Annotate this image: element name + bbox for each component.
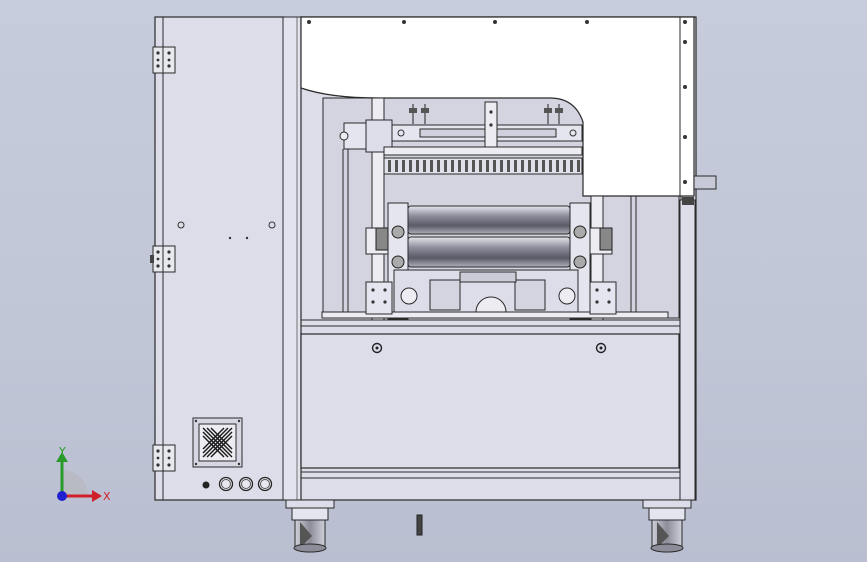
fan-vent-icon bbox=[192, 417, 243, 468]
cabinet-mount-holes bbox=[177, 221, 276, 240]
comb-tooth bbox=[388, 160, 391, 172]
top-cover bbox=[300, 16, 695, 197]
roller-lower bbox=[407, 236, 571, 268]
comb-tooth bbox=[528, 160, 531, 172]
comb-tooth bbox=[549, 160, 552, 172]
comb-tooth bbox=[570, 160, 573, 172]
comb-tooth bbox=[514, 160, 517, 172]
caster-wheel-right bbox=[642, 499, 692, 553]
comb-tooth bbox=[444, 160, 447, 172]
comb-tooth bbox=[409, 160, 412, 172]
roller-assembly bbox=[365, 202, 613, 320]
comb-tooth bbox=[437, 160, 440, 172]
comb-teeth bbox=[388, 160, 580, 172]
comb-tooth bbox=[430, 160, 433, 172]
comb-tooth bbox=[521, 160, 524, 172]
comb-tooth bbox=[493, 160, 496, 172]
triad-x-label: X bbox=[103, 490, 111, 503]
comb-tooth bbox=[472, 160, 475, 172]
cable-connectors bbox=[202, 476, 273, 492]
door-hinge-bottom bbox=[152, 444, 176, 472]
caster-wheel-left bbox=[285, 499, 335, 553]
side-port bbox=[682, 175, 717, 205]
comb-tooth bbox=[535, 160, 538, 172]
comb-tooth bbox=[542, 160, 545, 172]
door-hinge-top bbox=[152, 46, 176, 74]
upper-mechanism bbox=[339, 97, 637, 321]
comb-tooth bbox=[402, 160, 405, 172]
comb-tooth bbox=[577, 160, 580, 172]
comb-tooth bbox=[395, 160, 398, 172]
triad-y-label: Y bbox=[58, 445, 66, 458]
comb-tooth bbox=[563, 160, 566, 172]
comb-tooth bbox=[458, 160, 461, 172]
comb-tooth bbox=[486, 160, 489, 172]
roller-upper bbox=[407, 205, 571, 235]
comb-tooth bbox=[416, 160, 419, 172]
comb-tooth bbox=[500, 160, 503, 172]
coordinate-triad: Y X bbox=[56, 445, 111, 503]
comb-tooth bbox=[507, 160, 510, 172]
comb-tooth bbox=[423, 160, 426, 172]
comb-tooth bbox=[556, 160, 559, 172]
lower-access-panel bbox=[300, 333, 680, 469]
door-hinge-middle bbox=[150, 245, 176, 273]
comb-tooth bbox=[465, 160, 468, 172]
comb-tooth bbox=[451, 160, 454, 172]
roller-base bbox=[321, 269, 669, 319]
comb-tooth bbox=[479, 160, 482, 172]
leveling-foot bbox=[416, 514, 423, 536]
